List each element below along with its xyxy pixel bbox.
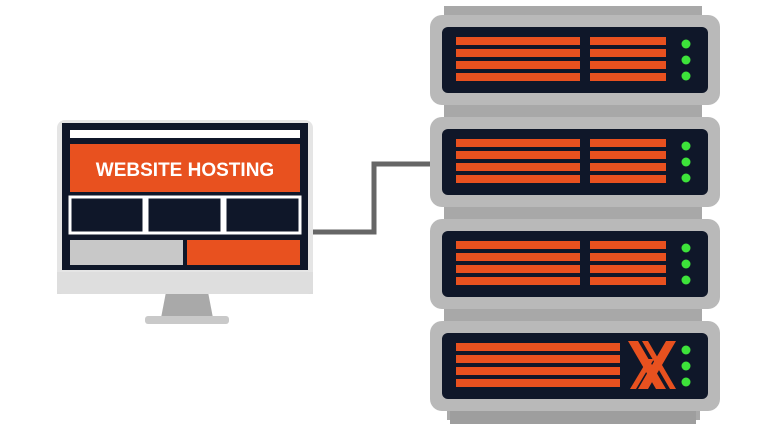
vent-stripe-right (590, 175, 666, 183)
server-unit-3 (430, 219, 720, 309)
vent-stripe-left (456, 151, 580, 159)
status-led (681, 71, 691, 81)
footer-block-light (70, 240, 183, 265)
vent-stripe-right (590, 61, 666, 69)
vent-stripe-left (456, 163, 580, 171)
status-led (681, 173, 691, 183)
status-led (681, 39, 691, 49)
status-led (681, 275, 691, 285)
server-unit-4 (430, 321, 720, 411)
vent-stripe-left (456, 175, 580, 183)
content-block-1 (68, 195, 146, 235)
status-led (681, 377, 691, 387)
monitor-stand-base (145, 316, 229, 324)
footer-block-accent (187, 240, 300, 265)
vent-stripe-right (590, 277, 666, 285)
vent-stripe-left (456, 61, 580, 69)
server-front-panel (442, 27, 708, 93)
vent-stripe-right (590, 163, 666, 171)
vent-stripe-left (456, 73, 580, 81)
vent-stripe-left (456, 265, 580, 273)
server-unit-1 (430, 15, 720, 105)
x-logo-icon (628, 341, 676, 389)
status-led (681, 259, 691, 269)
status-led (681, 361, 691, 371)
server-unit-2 (430, 117, 720, 207)
vent-stripe (456, 367, 620, 375)
vent-stripe-left (456, 37, 580, 45)
status-led (681, 157, 691, 167)
vent-stripe (456, 343, 620, 351)
vent-stripe-right (590, 241, 666, 249)
server-front-panel (442, 129, 708, 195)
vent-stripe-right (590, 151, 666, 159)
website-headline: WEBSITE HOSTING (96, 160, 274, 181)
website-banner (70, 144, 300, 192)
status-led (681, 243, 691, 253)
content-block-2 (145, 195, 224, 235)
vent-stripe (456, 379, 620, 387)
vent-stripe-left (456, 253, 580, 261)
server-front-panel (442, 231, 708, 297)
vent-stripe-right (590, 49, 666, 57)
status-led (681, 141, 691, 151)
content-block-3 (223, 195, 302, 235)
vent-stripe-left (456, 241, 580, 249)
vent-stripe-left (456, 139, 580, 147)
desktop-monitor: WEBSITE HOSTING (57, 120, 313, 324)
vent-stripe-right (590, 253, 666, 261)
network-cable (310, 161, 432, 235)
vent-stripe-left (456, 277, 580, 285)
vent-stripe-right (590, 139, 666, 147)
browser-top-bar (70, 130, 300, 138)
vent-stripe-right (590, 73, 666, 81)
monitor-stand-neck (161, 292, 213, 318)
vent-stripe-right (590, 265, 666, 273)
status-led (681, 345, 691, 355)
vent-stripe-left (456, 49, 580, 57)
vent-stripe-right (590, 37, 666, 45)
vent-stripe (456, 355, 620, 363)
status-led (681, 55, 691, 65)
